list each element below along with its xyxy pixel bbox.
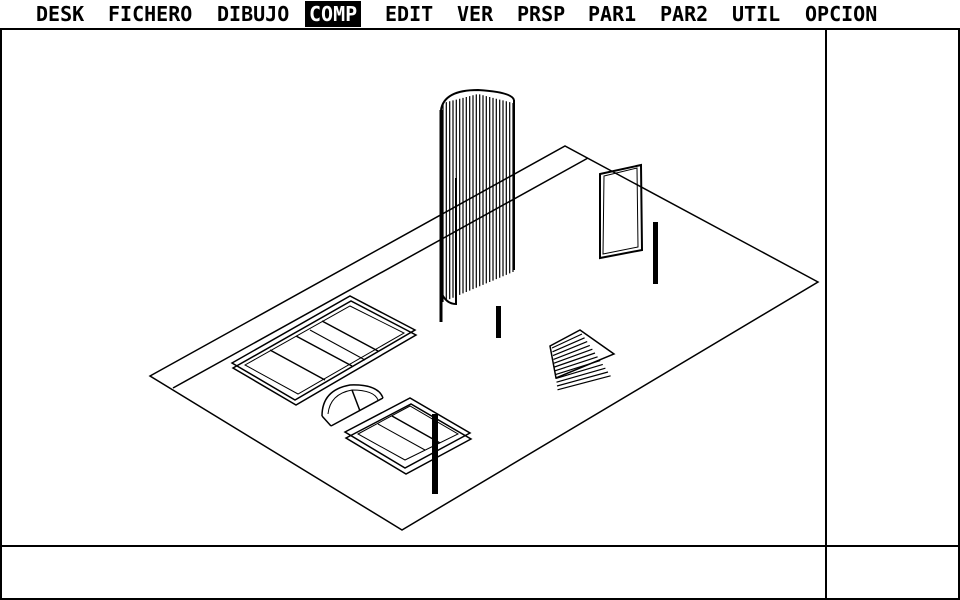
cylinder-bottom-left xyxy=(440,291,457,306)
floor-slab xyxy=(148,145,820,531)
stair-hatch-line xyxy=(553,348,593,364)
stair-hatch-line xyxy=(551,333,583,349)
menu-bar: DESK FICHERO DIBUJO COMP EDIT VER PRSP P… xyxy=(0,0,960,28)
window-large-mullion-2 xyxy=(295,335,353,367)
cylinder-top-edge xyxy=(440,88,515,111)
window-front-mullion-2 xyxy=(377,423,426,451)
window-front-outer xyxy=(343,397,472,469)
menu-par2[interactable]: PAR2 xyxy=(660,2,709,26)
stair-hatch-line xyxy=(554,352,596,368)
post-center xyxy=(496,306,501,338)
floor-outline xyxy=(148,145,820,531)
menu-util[interactable]: UTIL xyxy=(732,2,781,26)
window-front-inner xyxy=(356,405,460,461)
window-front-outer-b xyxy=(344,403,473,475)
stair-hatch-line xyxy=(555,360,601,376)
menu-fichero[interactable]: FICHERO xyxy=(108,2,193,26)
door-outer xyxy=(599,163,644,260)
door-inner xyxy=(602,167,639,255)
stair-hatch-line xyxy=(555,363,603,379)
window-large-mullion-4 xyxy=(309,329,366,361)
post-front xyxy=(432,414,438,494)
window-large xyxy=(230,295,418,406)
stair-hatch-line xyxy=(554,356,598,372)
arch-outer xyxy=(321,384,384,417)
drawing-viewport[interactable] xyxy=(0,28,960,600)
post-right xyxy=(653,222,658,284)
window-frames xyxy=(0,28,960,600)
stair-hatch-line xyxy=(553,344,591,360)
door-panel xyxy=(599,163,644,260)
stair-hatch-line xyxy=(552,341,588,357)
stair-hatch-line xyxy=(552,337,585,353)
window-large-outer-b xyxy=(231,300,418,406)
menu-ver[interactable]: VER xyxy=(457,2,494,26)
stair-hatch-line xyxy=(556,367,606,383)
stair-hatch-line xyxy=(557,375,611,391)
arch-base-left xyxy=(321,415,332,427)
menu-prsp[interactable]: PRSP xyxy=(517,2,566,26)
stair-hatch-line xyxy=(556,371,609,387)
curved-wall xyxy=(439,88,515,322)
window-large-mullion-3 xyxy=(321,320,379,352)
arch-spoke xyxy=(351,389,361,412)
menu-opcion[interactable]: OPCION xyxy=(805,2,878,26)
menu-comp[interactable]: COMP xyxy=(305,1,362,27)
window-front-mullion xyxy=(391,415,441,444)
stair-block xyxy=(549,329,616,391)
window-front xyxy=(343,397,473,475)
arch-base xyxy=(330,397,384,427)
menu-desk[interactable]: DESK xyxy=(36,2,85,26)
menu-edit[interactable]: EDIT xyxy=(385,2,434,26)
window-large-outer xyxy=(230,295,417,401)
arch-window xyxy=(321,384,384,427)
floor-edge-inner xyxy=(172,157,589,389)
window-large-inner xyxy=(243,305,406,395)
menu-dibujo[interactable]: DIBUJO xyxy=(217,2,290,26)
workspace xyxy=(0,28,960,600)
menu-par1[interactable]: PAR1 xyxy=(588,2,637,26)
posts xyxy=(432,222,658,494)
window-large-mullion-1 xyxy=(269,349,326,381)
